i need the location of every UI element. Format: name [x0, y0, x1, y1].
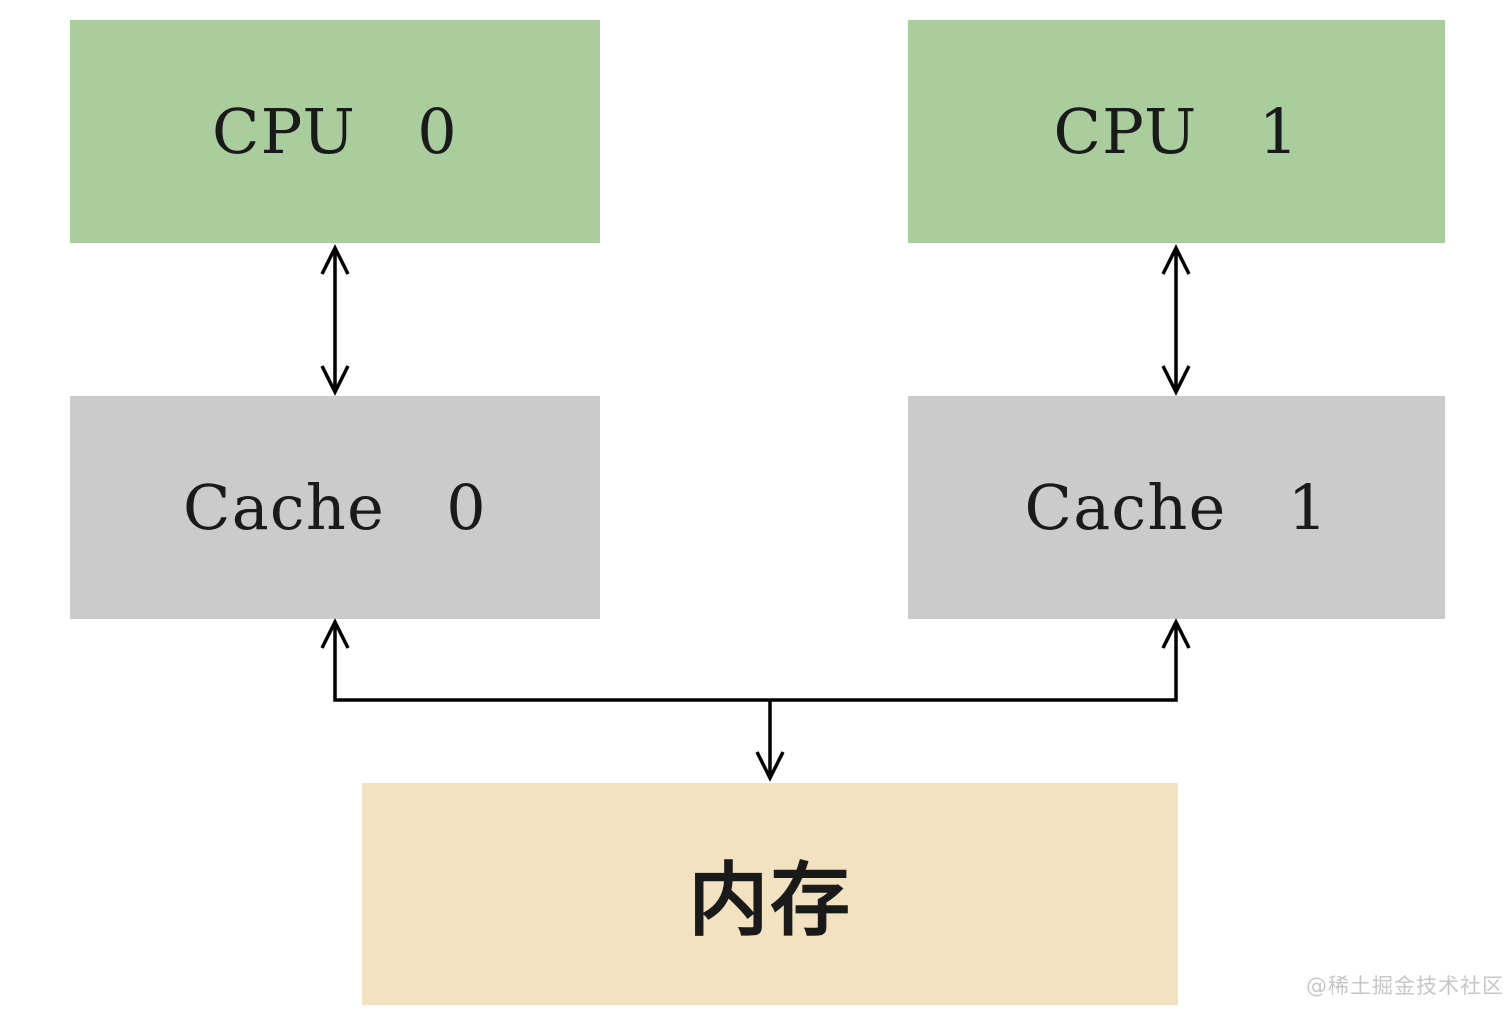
- arrowhead-up-icon: [320, 618, 350, 649]
- edge-cpu1-cache1-double-arrow: [1161, 244, 1191, 396]
- node-cache1: Cache 1: [908, 396, 1445, 619]
- arrowhead-up-icon: [1161, 244, 1191, 275]
- edge-caches-memory-bus: [320, 618, 1191, 782]
- node-cpu1-label: CPU 1: [1053, 95, 1300, 168]
- arrowhead-up-icon: [320, 244, 350, 275]
- arrowhead-down-icon: [755, 751, 785, 782]
- node-cache0-label: Cache 0: [183, 471, 487, 544]
- node-cpu0-label: CPU 0: [212, 95, 458, 168]
- node-memory: 内存: [362, 783, 1178, 1005]
- node-cache0: Cache 0: [70, 396, 600, 619]
- node-cache1-label: Cache 1: [1024, 471, 1329, 544]
- watermark: @稀土掘金技术社区: [1306, 974, 1504, 998]
- node-cpu1: CPU 1: [908, 20, 1445, 243]
- edge-cpu0-cache0-double-arrow: [320, 244, 350, 396]
- node-memory-label: 内存: [688, 853, 852, 947]
- arrowhead-up-icon: [1161, 618, 1191, 649]
- node-cpu0: CPU 0: [70, 20, 600, 243]
- arrowhead-down-icon: [320, 365, 350, 396]
- arrowhead-down-icon: [1161, 365, 1191, 396]
